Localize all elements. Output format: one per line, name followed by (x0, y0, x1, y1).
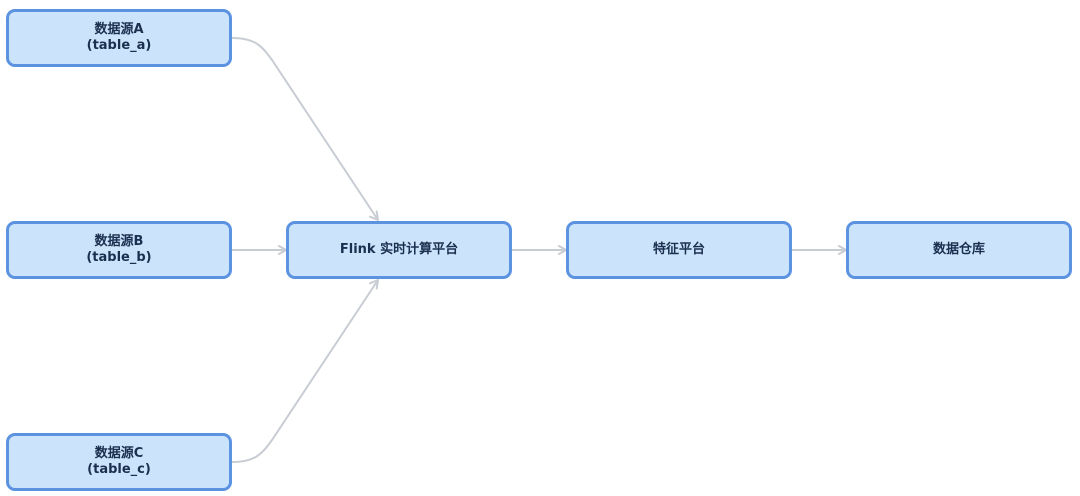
node-source-a-subtitle: (table_a) (86, 38, 152, 53)
node-flink: Flink 实时计算平台 (286, 221, 512, 279)
node-source-c-title: 数据源C (94, 446, 144, 461)
edge-source-a-to-flink (231, 37, 379, 221)
node-flink-title: Flink 实时计算平台 (339, 242, 459, 257)
node-source-b-title: 数据源B (94, 234, 144, 249)
edge-source-c-to-flink (231, 279, 379, 463)
arrowhead-source-c-to-flink (369, 279, 379, 290)
node-source-a-title: 数据源A (94, 22, 144, 37)
node-source-c-subtitle: (table_c) (87, 462, 151, 477)
node-source-c: 数据源C (table_c) (6, 433, 232, 491)
node-source-b: 数据源B (table_b) (6, 221, 232, 279)
node-source-a: 数据源A (table_a) (6, 9, 232, 67)
node-feature-title: 特征平台 (652, 242, 705, 257)
arrowhead-source-a-to-flink (369, 210, 379, 221)
node-warehouse: 数据仓库 (846, 221, 1072, 279)
node-feature: 特征平台 (566, 221, 792, 279)
node-warehouse-title: 数据仓库 (932, 242, 985, 257)
node-source-b-subtitle: (table_b) (86, 250, 152, 265)
